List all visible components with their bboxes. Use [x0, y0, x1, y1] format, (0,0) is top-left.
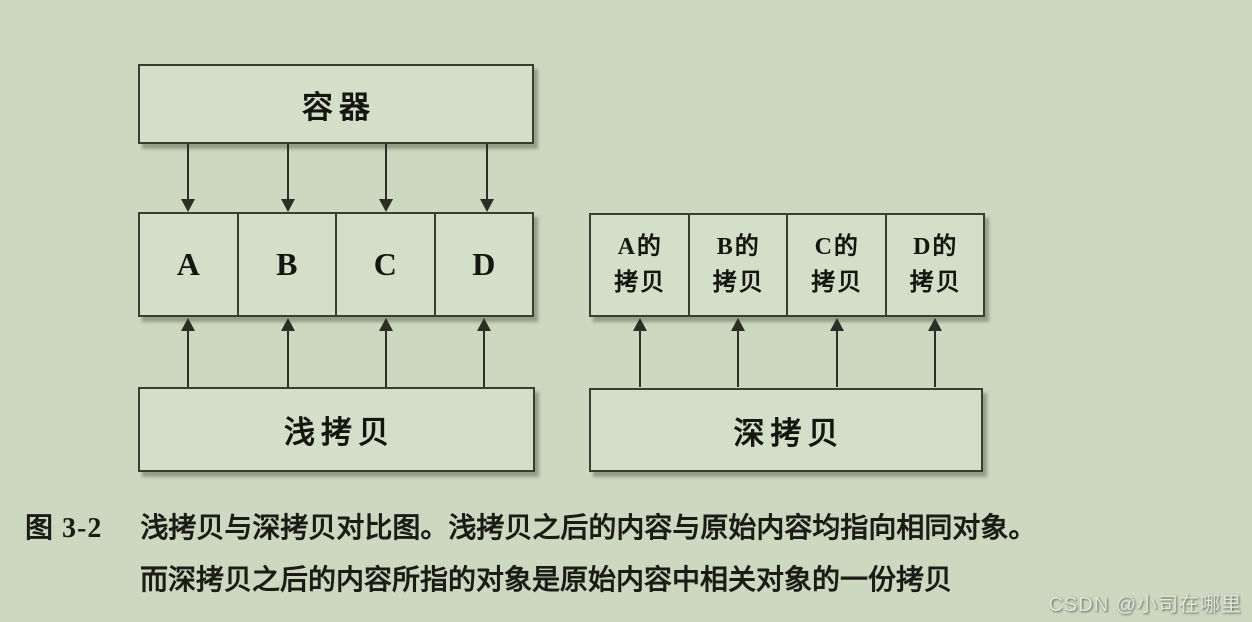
arrowhead-up-icon — [830, 318, 844, 331]
cell-c-copy: C的 拷贝 — [786, 215, 885, 315]
cell-b-copy-line1: B的 — [716, 234, 761, 260]
arrowhead-up-icon — [379, 318, 393, 331]
arrowhead-up-icon — [181, 318, 195, 331]
arrow-down-to-cell-a — [181, 144, 195, 212]
caption-line-2: 而深拷贝之后的内容所指的对象是原始内容中相关对象的一份拷贝 — [140, 565, 953, 596]
arrow-up-shallow-d — [477, 318, 491, 387]
shallow-copy-label: 浅拷贝 — [284, 415, 395, 450]
arrow-down-to-cell-d — [480, 144, 494, 212]
arrow-down-to-cell-b — [281, 144, 295, 212]
arrow-stem — [287, 144, 289, 199]
arrow-up-deep-d — [928, 318, 942, 387]
cell-a-copy-line1: A的 — [617, 234, 663, 260]
shallow-copy-box: 浅拷贝 — [138, 387, 535, 472]
arrowhead-up-icon — [731, 318, 745, 331]
copy-cells-row: A的 拷贝 B的 拷贝 C的 拷贝 D的 拷贝 — [589, 213, 985, 317]
arrow-up-shallow-a — [181, 318, 195, 387]
cell-d-copy: D的 拷贝 — [884, 215, 984, 315]
arrowhead-down-icon — [480, 199, 494, 212]
cell-d: D — [433, 214, 533, 315]
cell-b-copy: B的 拷贝 — [687, 215, 787, 315]
caption-text-1: 浅拷贝与深拷贝对比图。浅拷贝之后的内容与原始内容均指向相同对象。 — [140, 513, 1037, 544]
deep-copy-label: 深拷贝 — [733, 415, 845, 451]
arrow-stem — [486, 144, 488, 199]
arrow-stem — [287, 331, 289, 387]
arrow-stem — [385, 331, 387, 387]
figure-number: 图 3-2 — [25, 513, 103, 544]
arrowhead-down-icon — [379, 199, 393, 212]
arrowhead-up-icon — [477, 318, 491, 331]
deep-copy-box: 深拷贝 — [589, 388, 983, 472]
arrow-stem — [639, 331, 641, 387]
cell-d-copy-line2: 拷贝 — [909, 270, 962, 296]
cell-d-copy-line1: D的 — [913, 234, 959, 260]
cell-a-copy: A的 拷贝 — [591, 215, 688, 315]
caption-line-1: 图 3-2 浅拷贝与深拷贝对比图。浅拷贝之后的内容与原始内容均指向相同对象。 — [0, 503, 1252, 555]
figure-caption: 图 3-2 浅拷贝与深拷贝对比图。浅拷贝之后的内容与原始内容均指向相同对象。 而深… — [0, 503, 1252, 607]
cell-c-copy-line2: 拷贝 — [811, 270, 864, 296]
cell-c: C — [335, 214, 434, 315]
cell-b-label: B — [276, 246, 298, 282]
arrow-stem — [934, 331, 936, 387]
arrow-up-shallow-b — [281, 318, 295, 387]
cell-a-copy-line2: 拷贝 — [614, 270, 667, 296]
arrow-down-to-cell-c — [379, 144, 393, 212]
cell-d-label: D — [472, 246, 496, 282]
arrow-stem — [737, 331, 739, 387]
cell-c-copy-line1: C的 — [814, 234, 860, 260]
arrow-up-deep-b — [731, 318, 745, 387]
container-box: 容器 — [138, 64, 534, 144]
arrow-stem — [836, 331, 838, 387]
original-cells-row: A B C D — [138, 212, 534, 317]
arrowhead-up-icon — [633, 318, 647, 331]
arrow-stem — [187, 144, 189, 199]
arrowhead-up-icon — [281, 318, 295, 331]
arrow-stem — [483, 331, 485, 387]
cell-a-label: A — [176, 246, 200, 282]
arrowhead-down-icon — [181, 199, 195, 212]
arrow-up-deep-c — [830, 318, 844, 387]
arrow-stem — [187, 331, 189, 387]
arrow-up-deep-a — [633, 318, 647, 387]
arrow-stem — [385, 144, 387, 199]
arrowhead-down-icon — [281, 199, 295, 212]
container-label: 容器 — [302, 89, 376, 125]
cell-b: B — [236, 214, 336, 315]
cell-c-label: C — [373, 246, 397, 282]
cell-a: A — [140, 214, 237, 315]
watermark: CSDN @小司在哪里 — [1048, 594, 1242, 616]
arrowhead-up-icon — [928, 318, 942, 331]
arrow-up-shallow-c — [379, 318, 393, 387]
cell-b-copy-line2: 拷贝 — [712, 270, 765, 296]
